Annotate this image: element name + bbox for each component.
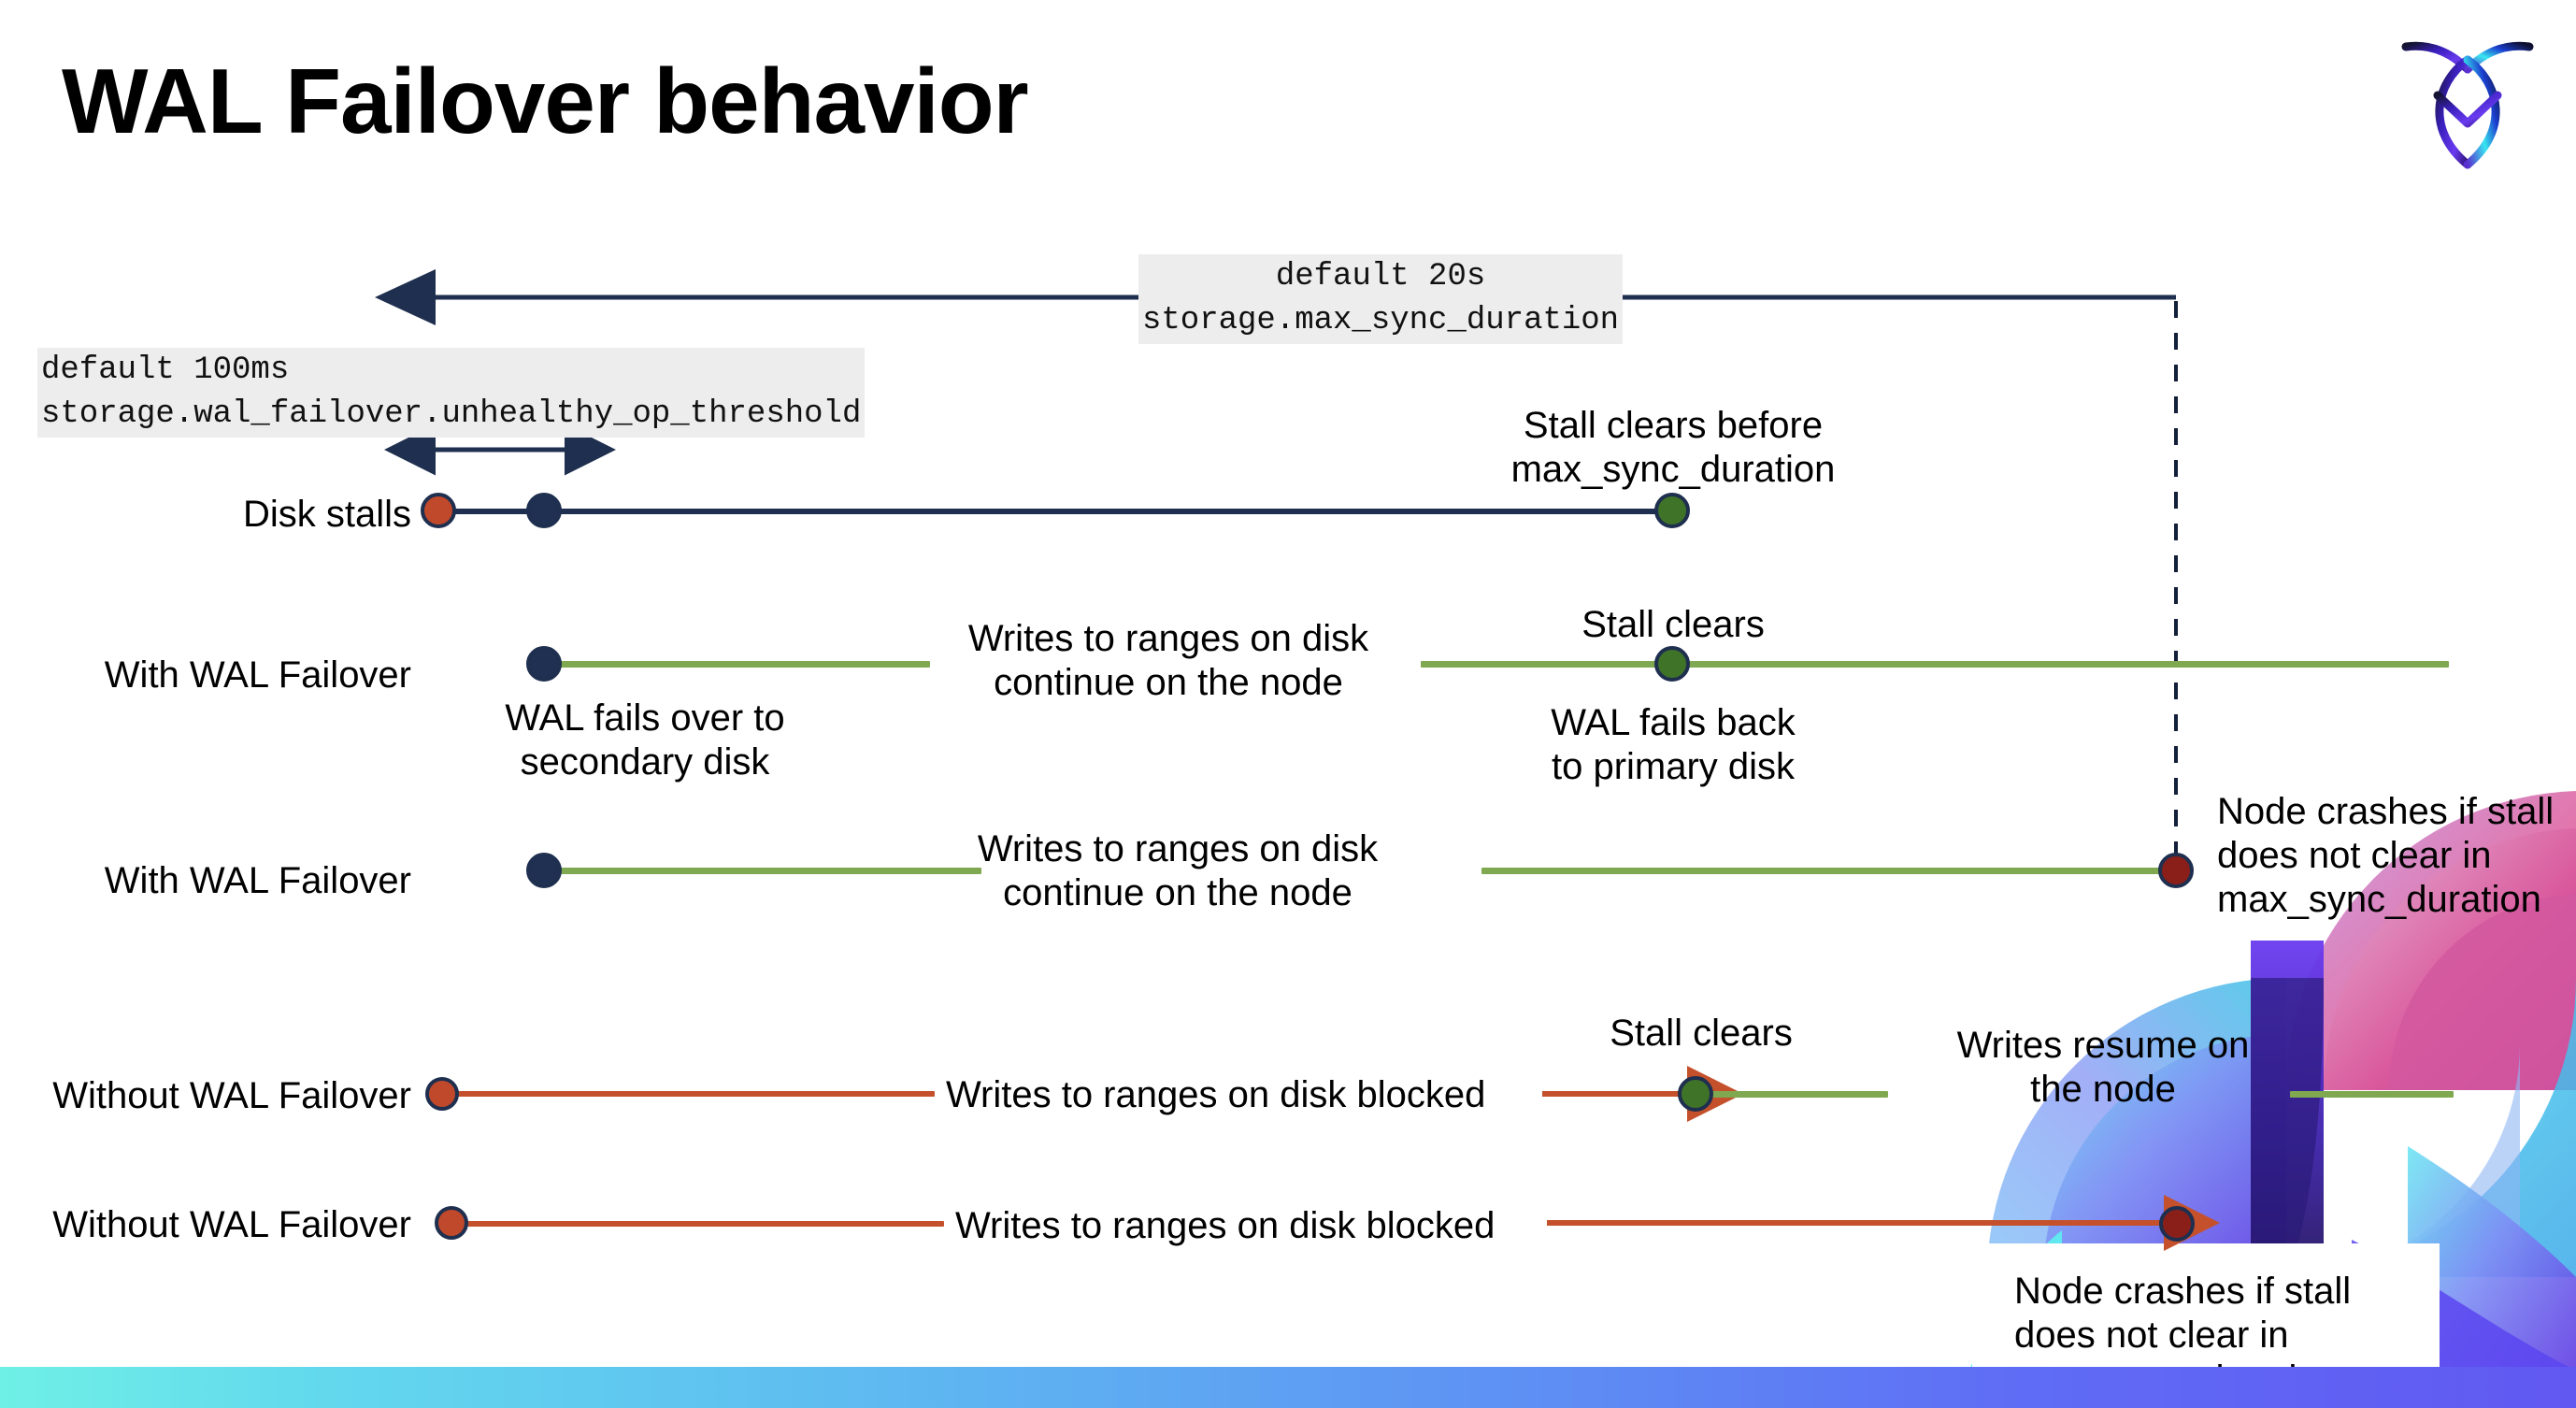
note-row4-writes-resume: Writes resume on the node bbox=[1956, 1025, 2250, 1111]
unhealthy-op-threshold-name: storage.wal_failover.unhealthy_op_thresh… bbox=[41, 395, 862, 432]
disk-stall-clears-dot bbox=[1654, 493, 1690, 528]
disk-stall-start-dot bbox=[421, 493, 456, 528]
row-label-with-wal-failover-recovers: With WAL Failover bbox=[104, 654, 411, 696]
unhealthy-op-threshold-default: default 100ms bbox=[41, 352, 290, 388]
row2-failover-dot bbox=[526, 646, 562, 682]
row3-segment-left bbox=[542, 868, 981, 874]
row3-node-crash-dot bbox=[2158, 853, 2194, 888]
row-label-without-wal-failover-crashes: Without WAL Failover bbox=[52, 1204, 411, 1245]
row-label-with-wal-failover-crashes: With WAL Failover bbox=[104, 860, 411, 901]
note-row2-stall-clears: Stall clears bbox=[1581, 604, 1765, 645]
row-label-disk-stalls: Disk stalls bbox=[242, 494, 411, 535]
note-row3-node-crashes: Node crashes if stall does not clear in … bbox=[2217, 791, 2555, 921]
page-title: WAL Failover behavior bbox=[62, 50, 1029, 152]
note-row4-writes-blocked: Writes to ranges on disk blocked bbox=[946, 1074, 1486, 1115]
row2-segment-right bbox=[1421, 661, 2449, 668]
row5-node-crash-dot bbox=[2159, 1206, 2195, 1242]
max-sync-duration-setting: default 20s storage.max_sync_duration bbox=[1138, 254, 1624, 344]
row4-segment-blocked bbox=[449, 1091, 935, 1097]
note-stall-clears-before-max-sync: Stall clears before max_sync_duration bbox=[1510, 405, 1836, 491]
row5-segment-blocked bbox=[458, 1221, 944, 1227]
row3-failover-dot bbox=[526, 853, 562, 888]
row5-stall-start-dot bbox=[435, 1206, 468, 1240]
row4-stall-start-dot bbox=[425, 1077, 459, 1111]
wal-failover-trigger-dot bbox=[526, 493, 562, 528]
row4-stall-clears-dot bbox=[1678, 1076, 1713, 1112]
bottom-gradient-bar bbox=[0, 1367, 2576, 1408]
row2-stall-clears-dot bbox=[1654, 646, 1690, 682]
note-row3-writes-continue: Writes to ranges on disk continue on the… bbox=[977, 828, 1379, 914]
note-row2-writes-continue: Writes to ranges on disk continue on the… bbox=[967, 618, 1369, 704]
note-row5-writes-blocked: Writes to ranges on disk blocked bbox=[955, 1205, 1496, 1246]
unhealthy-op-threshold-setting: default 100ms storage.wal_failover.unheal… bbox=[37, 348, 866, 438]
disk-stalls-timeline bbox=[439, 509, 1673, 514]
max-sync-duration-default: default 20s bbox=[1275, 259, 1486, 295]
row4-segment-resumed-far bbox=[2290, 1091, 2454, 1098]
note-row2-wal-fails-over: WAL fails over to secondary disk bbox=[505, 697, 785, 783]
row4-segment-resumed bbox=[1710, 1091, 1888, 1098]
note-row2-wal-fails-back: WAL fails back to primary disk bbox=[1551, 702, 1796, 788]
row3-segment-right bbox=[1481, 868, 2178, 874]
max-sync-duration-name: storage.max_sync_duration bbox=[1142, 302, 1620, 338]
cockroachdb-logo-icon bbox=[2393, 26, 2542, 176]
row2-segment-left bbox=[542, 661, 930, 668]
row-label-without-wal-failover-recovers: Without WAL Failover bbox=[52, 1075, 411, 1116]
note-row4-stall-clears: Stall clears bbox=[1610, 1013, 1793, 1054]
